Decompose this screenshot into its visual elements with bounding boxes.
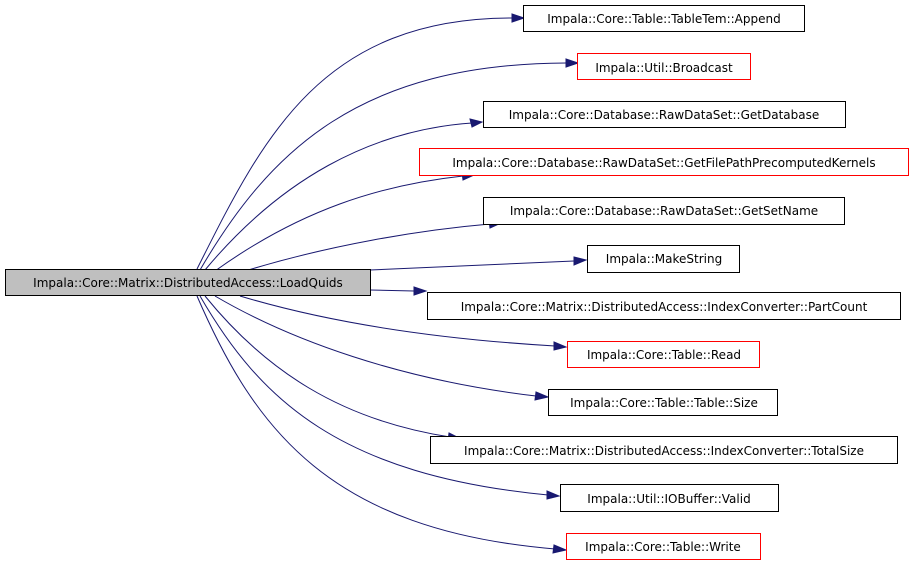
edge-getfilepath [214, 175, 464, 272]
edge-write [196, 295, 556, 550]
node-label: Impala::Core::Matrix::DistributedAccess:… [461, 300, 868, 314]
edge-getsetname [244, 223, 491, 272]
edge-valid-arrowhead [546, 490, 561, 500]
edges [196, 13, 588, 554]
edge-getdatabase-arrowhead [469, 118, 484, 128]
edge-valid [199, 295, 549, 496]
node-label: Impala::Util::Broadcast [595, 61, 733, 75]
node-getsetname[interactable]: Impala::Core::Database::RawDataSet::GetS… [483, 197, 845, 225]
edge-makestring [369, 260, 575, 271]
node-box [523, 5, 805, 32]
node-box [483, 197, 845, 225]
node-valid[interactable]: Impala::Util::IOBuffer::Valid [560, 484, 779, 512]
node-label: Impala::Core::Database::RawDataSet::GetF… [452, 156, 875, 170]
edge-broadcast-arrowhead [565, 58, 580, 68]
node-label: Impala::Core::Table::Read [587, 348, 741, 362]
edge-makestring-arrowhead [573, 256, 588, 266]
edge-size [214, 295, 537, 397]
node-label: Impala::MakeString [606, 252, 722, 266]
node-label: Impala::Core::Database::RawDataSet::GetS… [510, 204, 818, 218]
node-box [560, 484, 779, 512]
node-box [483, 101, 846, 128]
node-getfilepath[interactable]: Impala::Core::Database::RawDataSet::GetF… [419, 148, 909, 176]
edge-totalsize [204, 295, 451, 438]
node-broadcast[interactable]: Impala::Util::Broadcast [577, 53, 751, 80]
node-getdatabase[interactable]: Impala::Core::Database::RawDataSet::GetD… [483, 101, 846, 128]
node-root[interactable]: Impala::Core::Matrix::DistributedAccess:… [5, 269, 371, 296]
node-box [430, 436, 898, 464]
root-label: Impala::Core::Matrix::DistributedAccess:… [33, 276, 343, 290]
node-append[interactable]: Impala::Core::Table::TableTem::Append [523, 5, 805, 32]
edge-broadcast [199, 62, 567, 271]
edge-read-arrowhead [553, 341, 568, 351]
node-size[interactable]: Impala::Core::Table::Table::Size [548, 389, 778, 416]
root-box [5, 269, 371, 296]
node-label: Impala::Core::Table::Table::Size [570, 396, 758, 410]
edge-partcount-arrowhead [413, 286, 428, 296]
edge-append-arrowhead [511, 13, 526, 23]
node-makestring[interactable]: Impala::MakeString [587, 245, 740, 273]
node-write[interactable]: Impala::Core::Table::Write [566, 533, 761, 560]
edge-read [239, 295, 556, 347]
node-box [567, 341, 760, 368]
node-label: Impala::Core::Table::Write [585, 540, 741, 554]
node-box [427, 292, 901, 320]
node-label: Impala::Core::Table::TableTem::Append [547, 12, 780, 26]
node-box [587, 245, 740, 273]
node-box [566, 533, 761, 560]
node-read[interactable]: Impala::Core::Table::Read [567, 341, 760, 368]
edge-partcount [369, 289, 415, 292]
node-box [419, 148, 909, 176]
node-label: Impala::Core::Database::RawDataSet::GetD… [509, 108, 820, 122]
node-label: Impala::Util::IOBuffer::Valid [587, 492, 750, 506]
node-partcount[interactable]: Impala::Core::Matrix::DistributedAccess:… [427, 292, 901, 320]
node-totalsize[interactable]: Impala::Core::Matrix::DistributedAccess:… [430, 436, 898, 464]
node-label: Impala::Core::Matrix::DistributedAccess:… [464, 444, 864, 458]
node-box [548, 389, 778, 416]
edge-write-arrowhead [552, 544, 568, 554]
edge-getdatabase [204, 122, 473, 271]
node-box [577, 53, 751, 80]
edge-size-arrowhead [534, 391, 550, 401]
edge-append [196, 17, 513, 270]
